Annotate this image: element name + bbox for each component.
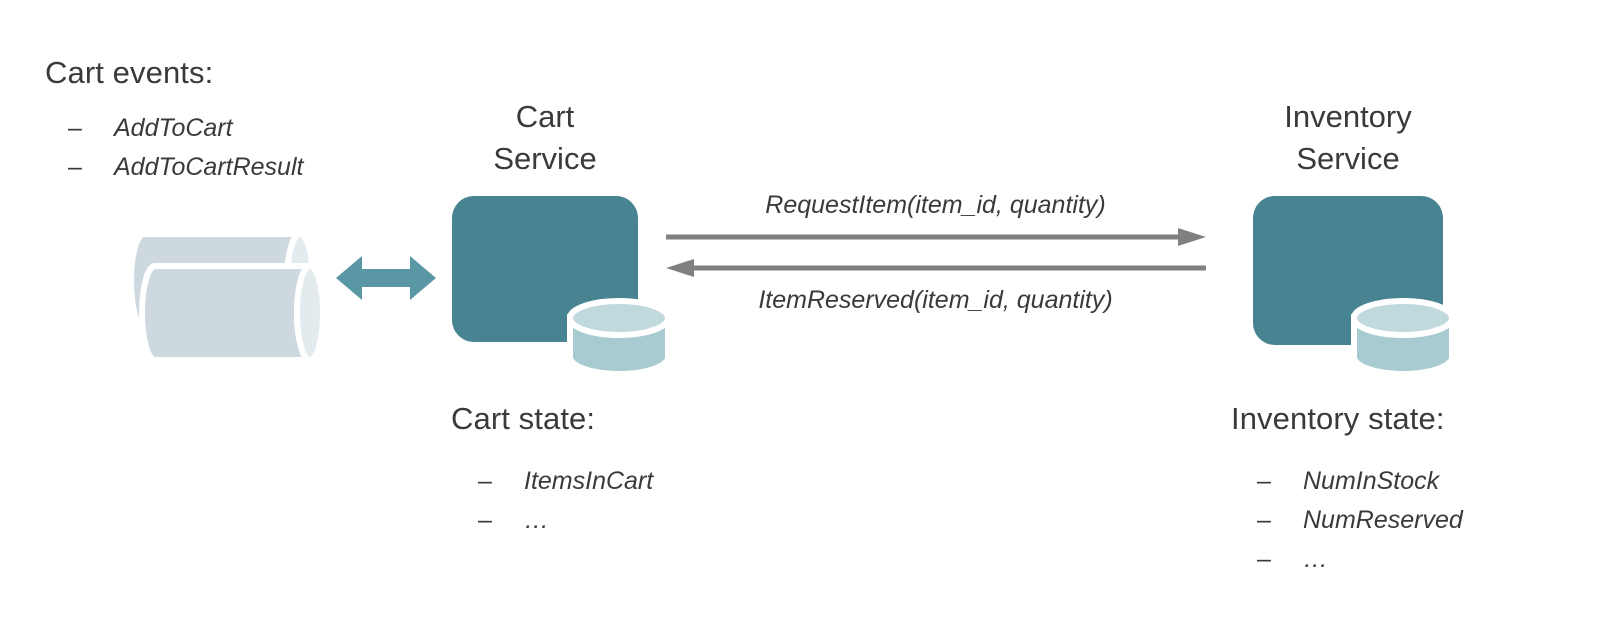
list-item: – … — [1257, 540, 1463, 579]
request-item-label: RequestItem(item_id, quantity) — [765, 191, 1106, 219]
cart-state-heading: Cart state: — [451, 401, 596, 436]
bidirectional-arrow — [336, 252, 436, 304]
bullet-dash: – — [1257, 505, 1271, 534]
inventory-database — [1346, 298, 1464, 382]
cart-event-label: AddToCartResult — [114, 152, 304, 181]
bullet-dash: – — [68, 152, 82, 181]
item-reserved-label: ItemReserved(item_id, quantity) — [758, 286, 1113, 314]
item-reserved-arrow — [666, 259, 1206, 277]
cart-database — [562, 298, 680, 382]
inventory-state-label: NumReserved — [1303, 505, 1463, 534]
inventory-service-title-line2: Service — [1296, 140, 1400, 176]
message-queue-cylinders — [122, 212, 332, 363]
cart-events-list: – AddToCart – AddToCartResult — [68, 109, 303, 187]
queue-cylinder-front — [139, 263, 326, 363]
inventory-state-list: – NumInStock – NumReserved – … — [1257, 462, 1463, 578]
bullet-dash: – — [1257, 467, 1271, 495]
cart-service-title-line2: Service — [493, 140, 597, 176]
inventory-state-label: NumInStock — [1303, 467, 1440, 495]
cart-state-label: ItemsInCart — [524, 467, 654, 495]
inventory-state-label: … — [1303, 544, 1328, 573]
bullet-dash: – — [478, 467, 492, 495]
list-item: – NumInStock — [1257, 462, 1463, 501]
bullet-dash: – — [478, 505, 492, 534]
inventory-service-title: Inventory Service — [1253, 96, 1443, 180]
list-item: – AddToCartResult — [68, 148, 303, 187]
cart-service-title-line1: Cart — [515, 99, 575, 134]
inventory-service-title-line1: Inventory — [1284, 99, 1412, 134]
list-item: – … — [478, 501, 653, 540]
cart-event-label: AddToCart — [114, 114, 233, 142]
list-item: – NumReserved — [1257, 501, 1463, 540]
list-item: – ItemsInCart — [478, 462, 653, 501]
inventory-state-heading: Inventory state: — [1231, 401, 1445, 436]
bullet-dash: – — [68, 114, 82, 142]
cart-state-list: – ItemsInCart – … — [478, 462, 653, 540]
request-item-arrow — [666, 228, 1206, 246]
cart-events-heading: Cart events: — [45, 55, 214, 90]
cart-state-label: … — [524, 505, 549, 534]
bullet-dash: – — [1257, 544, 1271, 573]
list-item: – AddToCart — [68, 109, 303, 148]
cart-service-title: Cart Service — [452, 96, 638, 180]
